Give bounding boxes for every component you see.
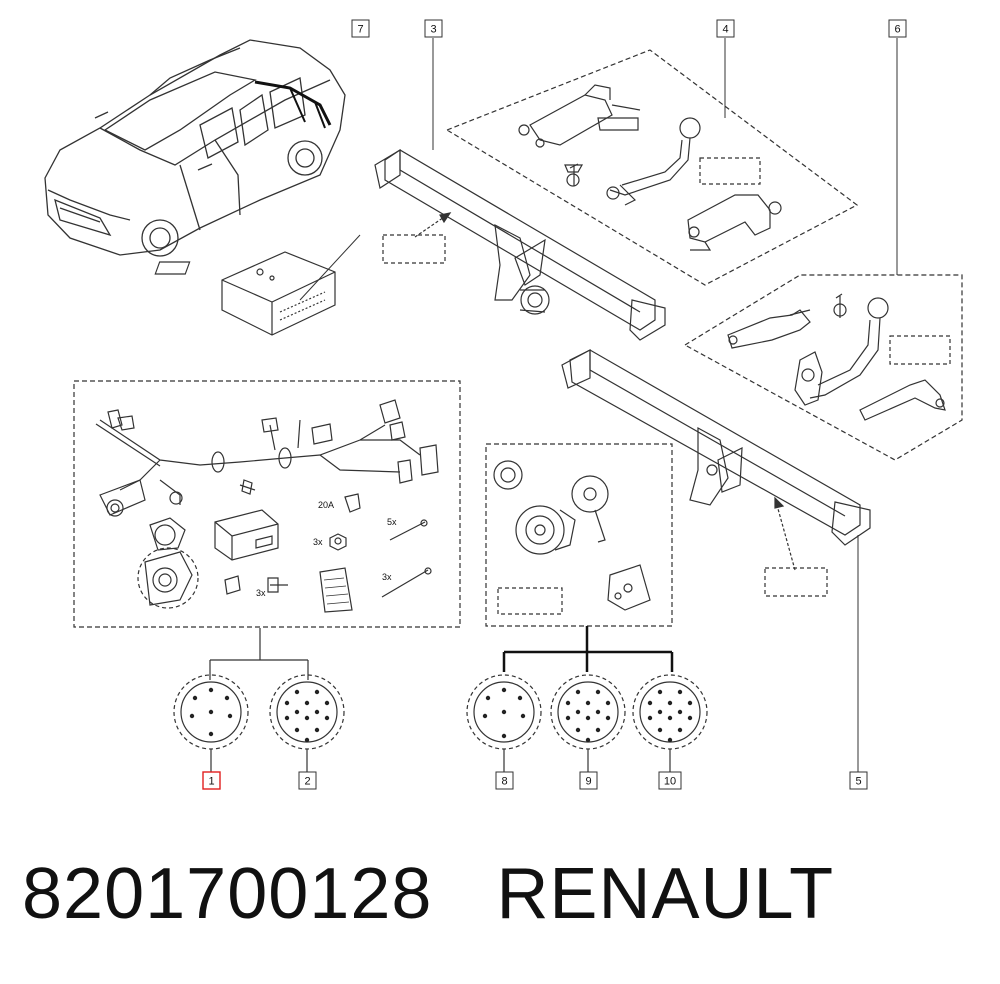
- part-number: 8201700128: [22, 854, 433, 934]
- callout-2: 2: [298, 771, 317, 790]
- svg-text:2: 2: [304, 776, 310, 788]
- callout-10: 10: [658, 771, 682, 790]
- tow-bar-3: [374, 38, 666, 341]
- callout-3: 3: [424, 19, 443, 38]
- kit-4: [445, 38, 859, 286]
- socket-face-8: [466, 674, 542, 772]
- socket-face-9: [550, 674, 626, 772]
- callout-8: 8: [495, 771, 514, 790]
- wiring-kit-1-2: [73, 380, 461, 628]
- fuse-label: 20A: [318, 500, 334, 510]
- tow-bar-5: [561, 348, 871, 772]
- control-module: [154, 234, 361, 336]
- bolt-qty-label: 3x: [256, 588, 266, 598]
- socket-face-10: [632, 674, 708, 772]
- callout-1[interactable]: 1: [202, 771, 221, 790]
- socket-kit-8-9-10: [485, 443, 673, 627]
- kit-6: [683, 38, 963, 461]
- nut-qty-label: 3x: [313, 537, 323, 547]
- svg-text:8: 8: [501, 776, 507, 788]
- svg-text:3: 3: [430, 24, 436, 36]
- socket-face-1: [173, 674, 249, 772]
- tie-a-qty-label: 5x: [387, 517, 397, 527]
- svg-text:5: 5: [855, 776, 861, 788]
- svg-text:7: 7: [357, 24, 363, 36]
- car-illustration: [44, 39, 346, 257]
- callout-4: 4: [716, 19, 735, 38]
- svg-text:1: 1: [208, 776, 214, 788]
- callout-7: 7: [351, 19, 370, 38]
- kit-labels: 20A 3x 5x 3x 3x: [256, 500, 397, 598]
- callout-6: 6: [888, 19, 907, 38]
- socket-face-2: [269, 674, 345, 772]
- tie-b-qty-label: 3x: [382, 572, 392, 582]
- svg-text:4: 4: [722, 24, 728, 36]
- callout-5: 5: [849, 771, 868, 790]
- svg-text:10: 10: [664, 776, 676, 788]
- brand-name: RENAULT: [496, 854, 835, 934]
- svg-text:6: 6: [894, 24, 900, 36]
- svg-text:9: 9: [585, 776, 591, 788]
- callout-9: 9: [579, 771, 598, 790]
- bracket-right: [502, 626, 674, 672]
- bracket-left: [209, 628, 309, 680]
